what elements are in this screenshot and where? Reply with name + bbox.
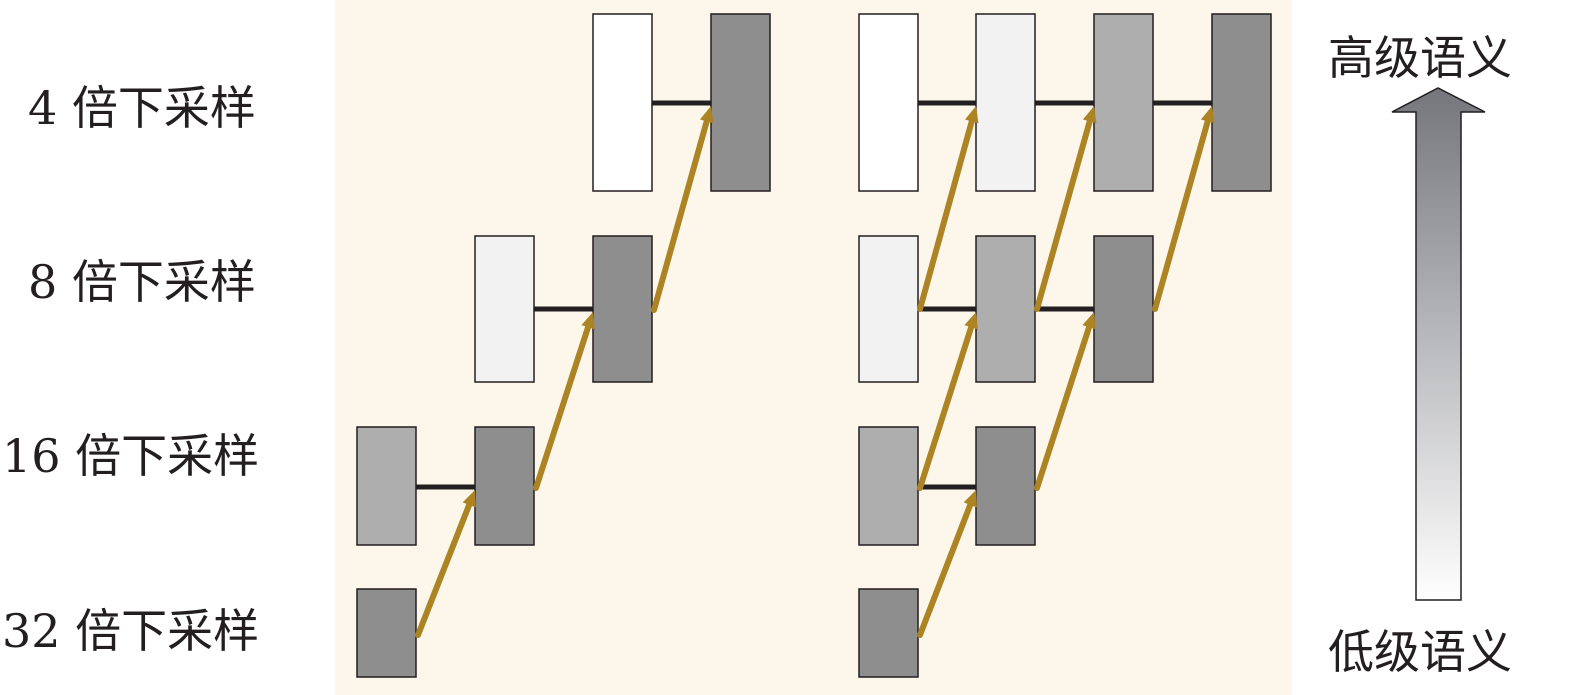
feature-map-32x: [858, 588, 919, 678]
arrowhead-icon: [462, 490, 476, 508]
feature-map-8x: [858, 235, 919, 383]
row-label-32x: 32 倍下采样: [2, 604, 260, 658]
upsample-arrow: [1034, 118, 1093, 312]
feature-map-4x: [710, 13, 771, 192]
high-semantic-label: 高级语义: [1328, 31, 1512, 85]
feature-map-4x: [858, 13, 919, 192]
feature-map-16x: [858, 426, 919, 546]
upsample-arrow: [533, 324, 592, 491]
feature-map-4x: [1211, 13, 1272, 192]
feature-map-4x: [592, 13, 653, 192]
upsample-arrow: [917, 324, 975, 491]
upsample-arrow: [415, 501, 473, 638]
upsample-arrow: [1152, 118, 1211, 312]
upsample-arrow: [917, 501, 974, 638]
feature-map-8x: [1093, 235, 1154, 383]
row-label-4x: 4 倍下采样: [28, 81, 256, 135]
arrowhead-icon: [964, 312, 978, 330]
arrowhead-icon: [699, 106, 714, 124]
row-label-8x: 8 倍下采样: [28, 255, 256, 309]
feature-map-16x: [975, 426, 1036, 546]
feature-map-8x: [975, 235, 1036, 383]
row-label-16x: 16 倍下采样: [2, 429, 260, 483]
low-semantic-label: 低级语义: [1328, 625, 1512, 679]
feature-map-4x: [975, 13, 1036, 192]
arrowhead-icon: [963, 490, 977, 508]
feature-map-8x: [592, 235, 653, 383]
arrowhead-icon: [581, 312, 595, 330]
semantic-arrow-icon: [1391, 87, 1486, 601]
upsample-arrow: [917, 118, 975, 312]
feature-map-8x: [474, 235, 535, 383]
arrowhead-icon: [1200, 106, 1215, 124]
upsample-arrow: [651, 118, 710, 313]
feature-map-4x: [1093, 13, 1154, 192]
arrowhead-icon: [1082, 312, 1096, 330]
upsample-arrow: [1034, 324, 1093, 491]
feature-map-16x: [474, 426, 535, 546]
feature-map-32x: [356, 588, 417, 678]
feature-map-16x: [356, 426, 417, 546]
arrowhead-icon: [1082, 106, 1097, 124]
arrowhead-icon: [964, 106, 979, 124]
